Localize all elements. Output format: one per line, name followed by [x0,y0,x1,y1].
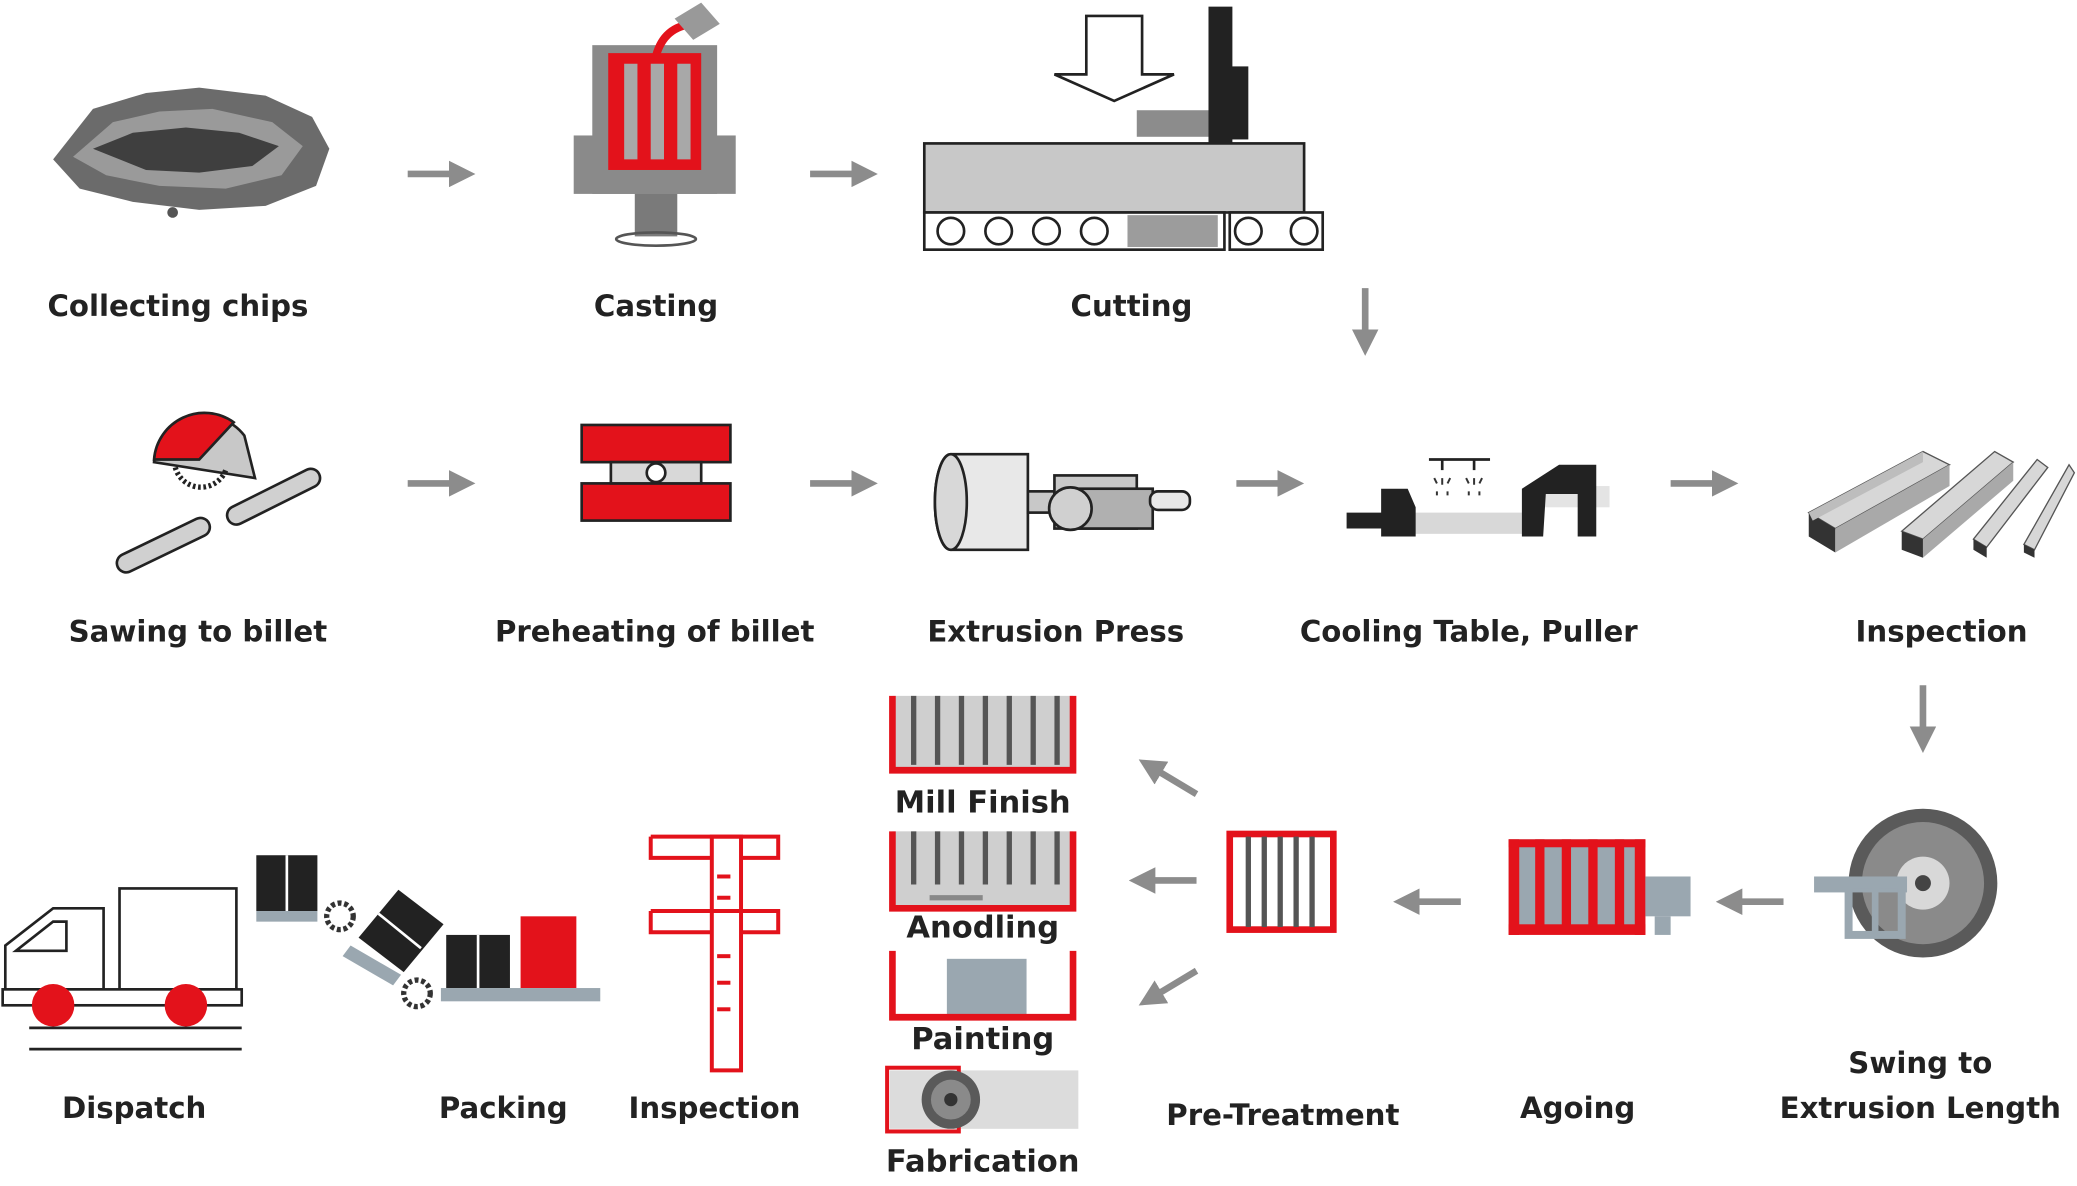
step-label-inspection-2: Inspection [628,1092,801,1127]
step-label-inspection-1: Inspection [1855,616,2028,650]
packing-conveyor-icon [256,855,601,1010]
arrow-icon [1138,759,1199,797]
step-label-packing: Packing [438,1092,568,1127]
step-label-ageing: Agoing [1520,1092,1636,1127]
step-label-extrusion-press: Extrusion Press [927,616,1185,650]
step-label-cooling-table: Cooling Table, Puller [1299,616,1638,650]
step-label-collecting-chips: Collecting chips [47,290,309,325]
fabrication-saw-icon [885,1065,1079,1134]
step-label-anodling: Anodling [906,911,1060,946]
cutting-machine-icon [922,6,1325,251]
flow-arrows [407,160,1937,1006]
ageing-oven-icon [1508,839,1691,935]
extrusion-press-icon [933,452,1192,552]
caliper-icon [648,834,781,1073]
step-label-cutting: Cutting [1070,290,1193,325]
mill-finish-tank-icon [889,695,1077,774]
painting-booth-icon [889,950,1077,1021]
step-label-pretreatment: Pre-Treatment [1166,1099,1400,1133]
step-label-dispatch: Dispatch [61,1092,207,1127]
billet-heater-icon [580,423,732,522]
cooling-puller-icon [1346,458,1610,537]
pretreatment-rack-icon [1226,830,1337,933]
anodizing-tank-icon [889,831,1077,912]
step-label-mill-finish: Mill Finish [894,786,1071,821]
step-label-swing-line2: Extrusion Length [1779,1092,2061,1127]
swing-saw-icon [1814,808,1998,958]
step-label-swing-line1: Swing to [1848,1047,1993,1082]
circular-saw-icon [115,411,322,574]
arrow-icon [1138,967,1199,1006]
step-label-painting: Painting [911,1022,1055,1058]
step-label-casting: Casting [593,290,719,325]
step-label-fabrication: Fabrication [885,1144,1080,1180]
metal-chips-icon [53,87,330,218]
truck-icon [1,887,244,1051]
step-label-preheating: Preheating of billet [494,616,815,650]
step-label-sawing: Sawing to billet [68,616,328,650]
casting-mold-icon [573,2,736,248]
aluminium-profiles-icon [1807,450,2076,558]
